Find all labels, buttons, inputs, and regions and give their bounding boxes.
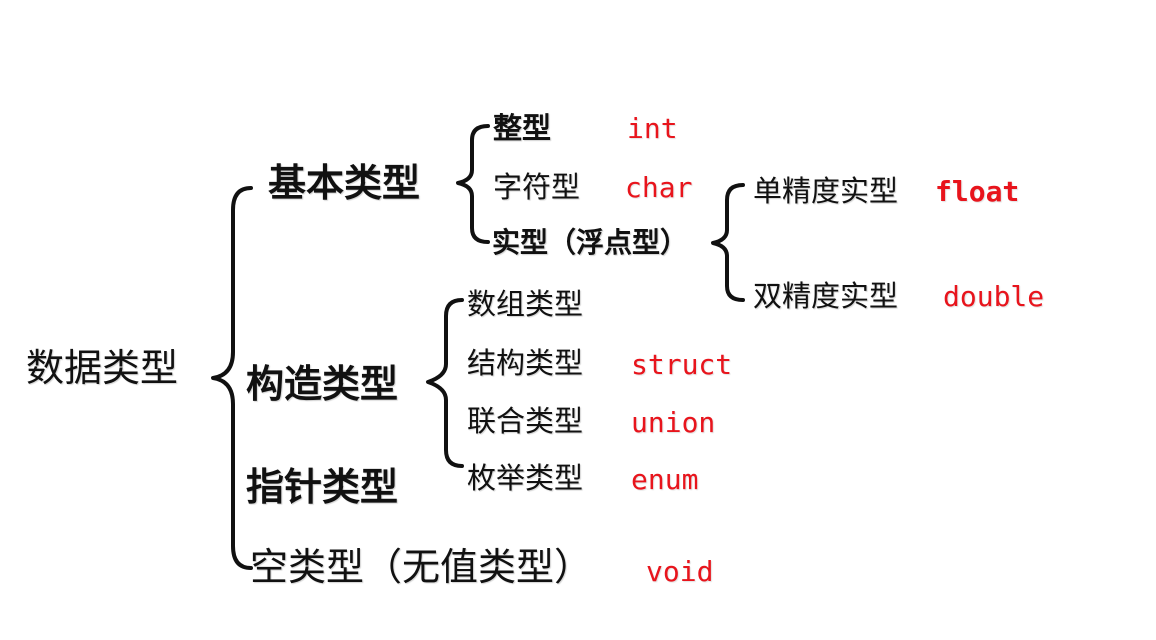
struct-keyword: struct [631, 348, 733, 381]
double-keyword: double [943, 280, 1045, 313]
enum-type-label: 枚举类型 [467, 461, 584, 495]
struct-type-label: 结构类型 [467, 346, 584, 380]
constructed-brace [426, 298, 464, 468]
constructed-type-label: 构造类型 [246, 362, 399, 406]
union-keyword: union [631, 406, 716, 439]
float-keyword: float [935, 175, 1020, 208]
real-type-label: 实型（浮点型） [492, 226, 689, 259]
void-keyword: void [646, 555, 714, 588]
char-keyword: char [625, 171, 693, 204]
basic-type-label: 基本类型 [268, 161, 421, 205]
float-brace [711, 183, 745, 302]
array-type-label: 数组类型 [467, 287, 584, 321]
int-keyword: int [627, 112, 678, 145]
pointer-type-label: 指针类型 [246, 465, 399, 509]
void-type-label: 空类型（无值类型） [250, 545, 593, 589]
basic-brace [456, 124, 490, 244]
root-brace [211, 186, 253, 570]
integer-type-label: 整型 [493, 111, 552, 145]
union-type-label: 联合类型 [467, 404, 584, 438]
double-precision-label: 双精度实型 [753, 279, 899, 313]
single-precision-label: 单精度实型 [753, 174, 899, 208]
enum-keyword: enum [631, 463, 699, 496]
root-label: 数据类型 [26, 346, 179, 390]
char-type-label: 字符型 [493, 170, 581, 204]
